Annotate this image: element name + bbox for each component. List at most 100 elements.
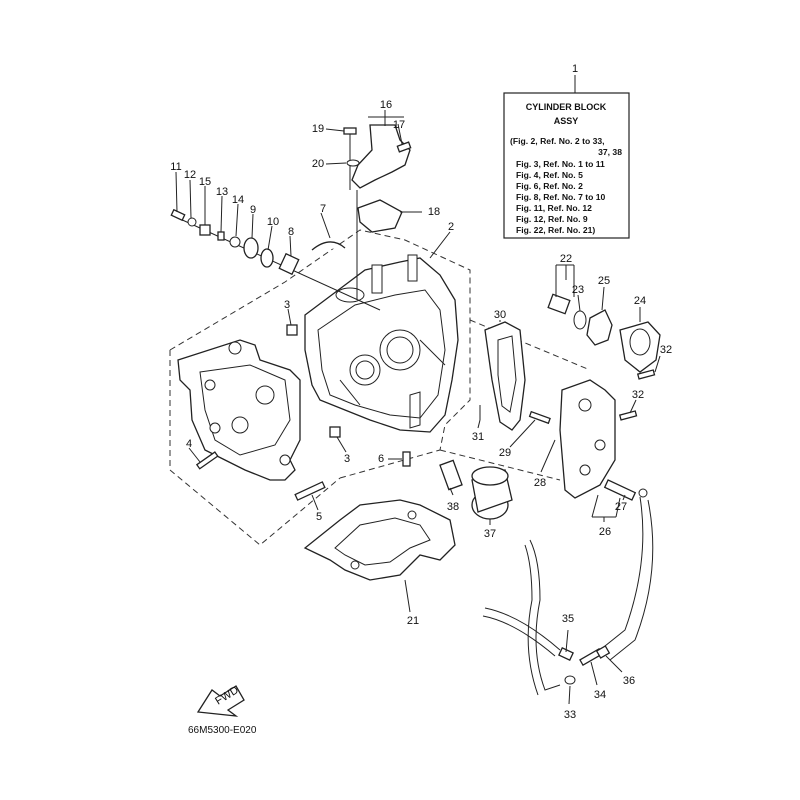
- gasket-part-25: [586, 309, 613, 346]
- clip-part-36: [595, 645, 611, 659]
- hose-part-33: [524, 544, 539, 696]
- callout-3-lower: 3: [344, 453, 350, 465]
- seal-part-10: [260, 248, 274, 268]
- part-15: [199, 224, 211, 236]
- block-flange: [317, 289, 446, 419]
- callout-35: 35: [562, 613, 574, 625]
- gasket-outline: [303, 499, 456, 581]
- callout-32-lower: 32: [632, 389, 644, 401]
- envelope-line: [339, 449, 441, 479]
- callout-30: 30: [494, 309, 506, 321]
- drawing-code: 66M5300-E020: [188, 725, 257, 736]
- bearing-bore: [231, 416, 249, 434]
- callout-32-upper: 32: [660, 344, 672, 356]
- gasket-hole: [350, 560, 360, 570]
- callout-15: 15: [199, 176, 211, 188]
- dowel-part-3: [286, 324, 298, 336]
- block-rib: [339, 339, 446, 406]
- dowel-part-6: [402, 451, 411, 467]
- dowel-part-3: [329, 426, 341, 438]
- gasket-part-21: [303, 499, 456, 581]
- hose-part-33: [529, 539, 561, 691]
- thermostat-housing-group: [547, 293, 661, 421]
- gasket-inner: [334, 517, 431, 566]
- cylinder-bore-inner: [386, 336, 414, 364]
- callout-labels: 1 16 17 19 20 18 7 8 10 9 14 13 15 12 11…: [170, 63, 672, 721]
- callout-2: 2: [448, 221, 454, 233]
- callout-13: 13: [216, 186, 228, 198]
- cover-part-28: [559, 379, 616, 499]
- fitting-part-35: [558, 646, 574, 662]
- hose-group: [482, 479, 654, 696]
- callout-19: 19: [312, 123, 324, 135]
- axis-line: [177, 217, 381, 311]
- callout-5: 5: [316, 511, 322, 523]
- exhaust-cover-group: [479, 321, 616, 499]
- bolt-part-4: [195, 451, 219, 470]
- callout-11: 11: [170, 161, 181, 173]
- oring-part-23: [573, 310, 587, 330]
- envelope-line: [169, 350, 341, 546]
- clip: [638, 488, 648, 498]
- callout-27: 27: [615, 501, 627, 513]
- callout-7: 7: [320, 203, 326, 215]
- cylinder-block-part: [304, 254, 459, 433]
- callout-36: 36: [623, 675, 635, 687]
- washer-part-20: [346, 159, 360, 167]
- info-box-subtitle: ASSY: [554, 116, 579, 126]
- info-box-line: Fig. 8, Ref. No. 7 to 10: [516, 192, 606, 202]
- callout-10: 10: [267, 216, 279, 228]
- boss: [279, 454, 291, 466]
- callout-38: 38: [447, 501, 459, 513]
- callout-3-upper: 3: [284, 299, 290, 311]
- callout-22: 22: [560, 253, 572, 265]
- bolt-part-5: [294, 481, 326, 501]
- part-22: [547, 293, 571, 315]
- info-box-line: Fig. 22, Ref. No. 21): [516, 225, 595, 235]
- hose-line: [482, 615, 556, 657]
- crankcase-inner: [199, 364, 291, 456]
- callout-9: 9: [250, 204, 256, 216]
- callout-18: 18: [428, 206, 440, 218]
- gasket-hole: [407, 510, 417, 520]
- callout-26: 26: [599, 526, 611, 538]
- callout-33: 33: [564, 709, 576, 721]
- info-box-line: Fig. 6, Ref. No. 2: [516, 181, 583, 191]
- callout-14: 14: [232, 194, 244, 206]
- hose-line: [484, 607, 561, 651]
- fwd-arrow-icon: FWD: [196, 684, 245, 717]
- bolt-part-11: [170, 208, 186, 222]
- callout-1: 1: [572, 63, 578, 75]
- envelope-line: [169, 229, 471, 451]
- callout-20: 20: [312, 158, 324, 170]
- part-13: [217, 231, 225, 241]
- hose-part-7: [311, 241, 346, 251]
- callout-16: 16: [380, 99, 392, 111]
- info-box-line: Fig. 12, Ref. No. 9: [516, 214, 588, 224]
- callout-28: 28: [534, 477, 546, 489]
- fasteners: [195, 324, 411, 501]
- cover-part-16: [351, 124, 411, 189]
- info-box-frame: [503, 92, 630, 239]
- gasket-part-18: [357, 199, 403, 233]
- bolt-part-29: [528, 410, 551, 425]
- callout-21: 21: [407, 615, 419, 627]
- callout-24: 24: [634, 295, 646, 307]
- boss: [594, 439, 606, 451]
- boss: [578, 398, 592, 412]
- fitting-part-27: [603, 479, 637, 501]
- seal-stack: [170, 208, 381, 311]
- boss: [209, 422, 221, 434]
- envelope-line: [439, 449, 561, 481]
- bolt-part-32: [636, 369, 656, 380]
- oil-filter-group: [439, 459, 513, 520]
- bolt-part-19: [343, 127, 357, 135]
- crankcase-body: [177, 339, 301, 481]
- bearing-bore: [255, 385, 275, 405]
- hose-end: [564, 675, 576, 685]
- gasket-part-30-inner: [497, 335, 517, 413]
- gasket-part-30: [484, 321, 526, 431]
- stud-boss: [407, 254, 418, 282]
